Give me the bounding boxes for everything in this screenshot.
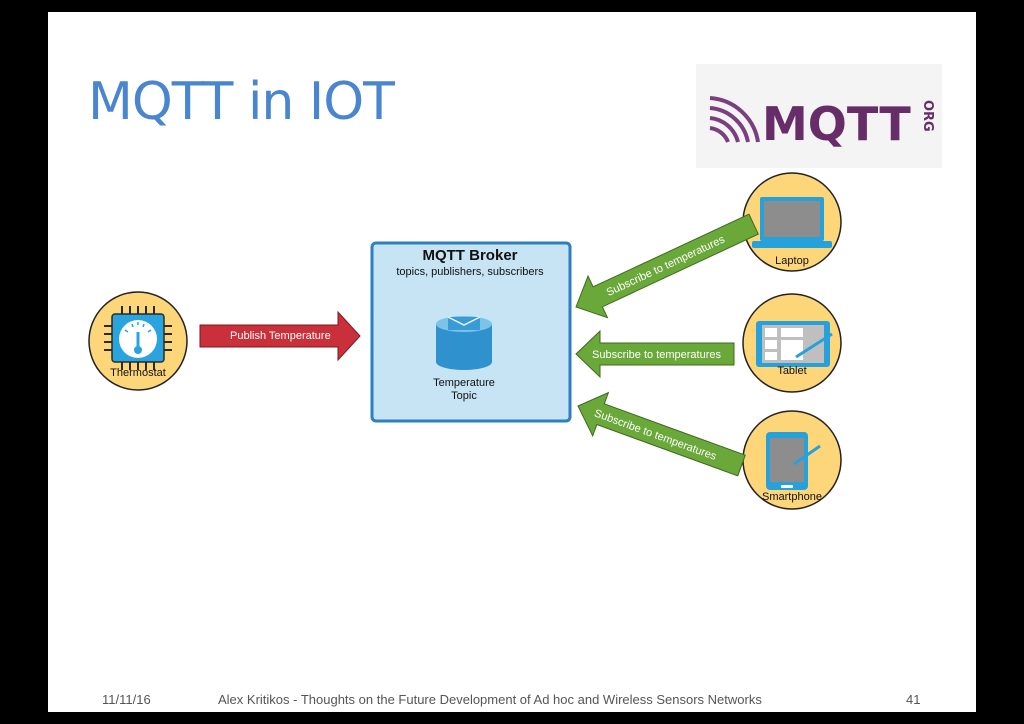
footer-caption: Alex Kritikos - Thoughts on the Future D… (218, 692, 762, 707)
logo-suffix: ORG (920, 100, 935, 132)
tablet-label: Tablet (777, 365, 806, 377)
topic-label-line2: Topic (451, 390, 477, 402)
smartphone-icon (766, 432, 821, 490)
tablet-node: Tablet (742, 293, 842, 393)
logo-text: MQTT (762, 97, 911, 151)
thermostat-label: Thermostat (110, 367, 166, 379)
publish-arrow-label: Publish Temperature (230, 330, 331, 342)
slide: MQTT in IOT MQTT ORG MQTT Broker topics,… (48, 12, 976, 712)
subscribe-arrow-laptop-label: Subscribe to temperatures (605, 233, 727, 299)
smartphone-label: Smartphone (762, 491, 822, 503)
footer-page-number: 41 (906, 692, 921, 707)
laptop-icon (752, 197, 832, 248)
topic-database-icon (436, 316, 492, 370)
logo-signal-icon (709, 96, 760, 143)
subscribe-arrow-smartphone-label: Subscribe to temperatures (593, 407, 719, 463)
mqtt-logo: MQTT ORG (696, 64, 942, 168)
broker-subtitle: topics, publishers, subscribers (396, 266, 544, 278)
mqtt-diagram: MQTT Broker topics, publishers, subscrib… (88, 172, 842, 510)
smartphone-node: Smartphone (742, 410, 842, 510)
subscribe-arrow-tablet-label: Subscribe to temperatures (592, 349, 722, 361)
subscribe-arrow-smartphone: Subscribe to temperatures (577, 391, 746, 477)
subscribe-arrow-tablet: Subscribe to temperatures (575, 329, 735, 379)
publish-arrow: Publish Temperature (199, 310, 361, 362)
subscribe-arrow-laptop: Subscribe to temperatures (575, 213, 759, 319)
thermostat-icon (104, 306, 172, 370)
slide-title: MQTT in IOT (88, 72, 395, 132)
laptop-node: Laptop (742, 172, 842, 272)
tablet-icon (756, 321, 833, 367)
thermostat-node: Thermostat (88, 291, 188, 391)
broker-title: MQTT Broker (422, 247, 517, 264)
footer-date: 11/11/16 (102, 692, 151, 707)
topic-label-line1: Temperature (433, 377, 495, 389)
laptop-label: Laptop (775, 255, 809, 267)
